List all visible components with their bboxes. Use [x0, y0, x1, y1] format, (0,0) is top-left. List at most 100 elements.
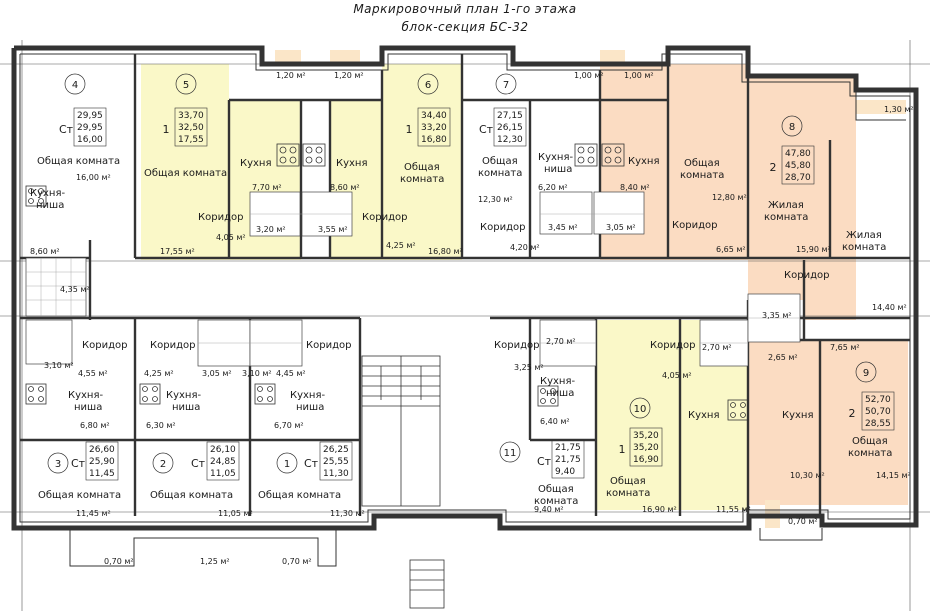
area-label: 9,40 м² — [534, 505, 564, 514]
area-label: 14,40 м² — [872, 303, 907, 312]
room-label: комната — [478, 168, 522, 179]
room-label: Кухня — [336, 158, 368, 169]
area-label: 12,80 м² — [712, 193, 747, 202]
area-label: 6,65 м² — [716, 245, 746, 254]
room-label: Общая комната — [38, 490, 121, 501]
room-label: Общая комната — [258, 490, 341, 501]
apt-type: Ст — [71, 457, 86, 470]
apartment-labels: 4 Ст 29,95 29,95 16,00 5 1 33,70 32,50 1… — [47, 73, 895, 481]
area-label: 8,60 м² — [330, 183, 360, 192]
interior-walls — [20, 54, 910, 516]
room-label: Коридор — [82, 340, 127, 351]
room-label: Кухня- — [290, 390, 325, 401]
area-label: 14,15 м² — [876, 471, 911, 480]
area-label: 0,70 м² — [104, 557, 134, 566]
room-label: Общая комната — [37, 156, 120, 167]
room-label: комната — [400, 174, 444, 185]
area-living: 21,75 — [555, 455, 581, 465]
area-label: 3,20 м² — [256, 225, 286, 234]
area-label: 3,55 м² — [318, 225, 348, 234]
area-label: 1,30 м² — [884, 105, 914, 114]
apt-type: 1 — [619, 443, 626, 456]
outer-wall-lines — [19, 53, 911, 523]
area-label: 16,90 м² — [642, 505, 677, 514]
room-label: комната — [764, 212, 808, 223]
room-label: Кухня- — [538, 152, 573, 163]
room-label: Коридор — [362, 212, 407, 223]
room-labels: Общая комната Кухня- ниша Общая комната … — [30, 152, 892, 507]
room-label: Общая — [852, 436, 888, 447]
room-label: Коридор — [480, 222, 525, 233]
room-label: Коридор — [672, 220, 717, 231]
plan-subtitle: блок-секция БС-32 — [401, 20, 529, 34]
room-label: Общая — [538, 484, 574, 495]
area-room: 11,05 — [210, 469, 236, 479]
area-room: 16,80 — [421, 135, 447, 145]
room-label: ниша — [172, 402, 200, 413]
area-total: 29,95 — [77, 111, 103, 121]
room-label: ниша — [36, 200, 64, 211]
area-living: 35,20 — [633, 443, 659, 453]
area-room: 16,90 — [633, 455, 659, 465]
room-label: комната — [534, 496, 578, 507]
area-label: 4,25 м² — [386, 241, 416, 250]
room-label: комната — [842, 242, 886, 253]
room-label: Общая — [610, 476, 646, 487]
room-label: Кухня- — [30, 188, 65, 199]
area-label: 10,30 м² — [790, 471, 825, 480]
area-label: 3,05 м² — [202, 369, 232, 378]
area-living: 25,90 — [89, 457, 115, 467]
room-label: Кухня — [782, 410, 814, 421]
area-label: 4,55 м² — [78, 369, 108, 378]
room-label: Коридор — [784, 270, 829, 281]
apt-number: 7 — [503, 80, 509, 91]
room-label: ниша — [74, 402, 102, 413]
area-label: 11,55 м² — [716, 505, 751, 514]
apt-type: Ст — [191, 457, 206, 470]
apt-type: 2 — [770, 161, 777, 174]
area-label: 15,90 м² — [796, 245, 831, 254]
area-living: 50,70 — [865, 407, 891, 417]
area-label: 12,30 м² — [478, 195, 513, 204]
area-label: 0,70 м² — [788, 517, 818, 526]
area-total: 52,70 — [865, 395, 891, 405]
area-label: 7,65 м² — [830, 343, 860, 352]
apt-number: 1 — [284, 459, 290, 470]
room-label: ниша — [296, 402, 324, 413]
area-total: 47,80 — [785, 149, 811, 159]
area-room: 11,30 — [323, 469, 349, 479]
area-total: 21,75 — [555, 443, 581, 453]
apt-number: 8 — [789, 122, 795, 133]
apt-number: 11 — [504, 448, 517, 459]
area-label: 3,05 м² — [606, 223, 636, 232]
area-room: 28,55 — [865, 419, 891, 429]
area-label: 6,20 м² — [538, 183, 568, 192]
area-total: 26,10 — [210, 445, 236, 455]
area-label: 4,25 м² — [144, 369, 174, 378]
area-label: 16,00 м² — [76, 173, 111, 182]
room-label: Кухня- — [540, 376, 575, 387]
area-label: 11,45 м² — [76, 509, 111, 518]
room-label: Коридор — [494, 340, 539, 351]
room-label: комната — [680, 170, 724, 181]
area-living: 24,85 — [210, 457, 236, 467]
area-label: 4,35 м² — [60, 285, 90, 294]
area-room: 11,45 — [89, 469, 115, 479]
area-label: 4,05 м² — [216, 233, 246, 242]
area-total: 35,20 — [633, 431, 659, 441]
area-room: 28,70 — [785, 173, 811, 183]
area-label: 3,35 м² — [762, 311, 792, 320]
area-living: 45,80 — [785, 161, 811, 171]
area-total: 34,40 — [421, 111, 447, 121]
area-living: 25,55 — [323, 457, 349, 467]
apt-number: 10 — [634, 404, 647, 415]
area-label: 3,45 м² — [548, 223, 578, 232]
area-room: 12,30 — [497, 135, 523, 145]
room-label: Жилая — [768, 200, 804, 211]
area-room: 17,55 — [178, 135, 204, 145]
balconies — [69, 92, 906, 567]
area-label: 1,00 м² — [574, 71, 604, 80]
room-label: ниша — [546, 388, 574, 399]
area-label: 1,25 м² — [200, 557, 230, 566]
